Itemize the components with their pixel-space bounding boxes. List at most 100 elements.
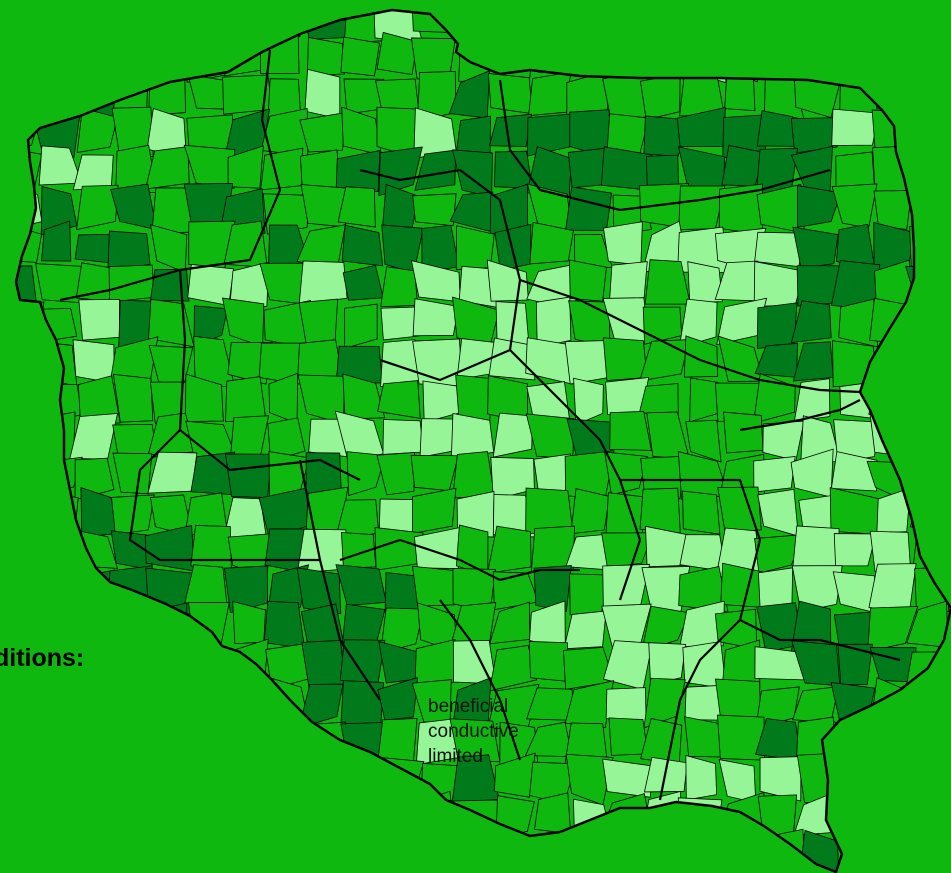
district-cell [183,144,236,189]
district-cell [489,113,533,147]
district-cell [525,337,575,385]
province-border [179,49,282,272]
district-cell [341,224,384,267]
district-cell [717,486,762,533]
district-cell [830,451,878,492]
district-cell [304,68,341,120]
province-border [178,269,361,481]
district-cell [76,107,118,154]
district-cell [792,226,839,269]
district-cell [76,184,119,231]
district-cell [791,565,843,613]
district-cell [687,261,723,303]
district-cell [639,73,681,121]
legend-label-beneficial: beneficial [428,696,509,717]
province-border [339,538,580,582]
province-border [519,278,861,394]
district-cell [488,337,536,381]
district-cell [335,149,381,193]
district-cell [493,752,536,798]
district-cell [149,494,194,537]
district-cell [380,607,425,654]
province-border [739,619,901,662]
district-cell [414,638,456,692]
district-cell [488,645,538,692]
province-border [379,348,642,601]
district-cell [790,300,832,344]
district-cell [306,36,345,76]
district-cell [759,756,802,802]
district-cell [604,451,648,496]
district-cell [868,563,917,614]
district-cell [534,792,572,835]
district-cell [193,305,228,348]
district-cell [754,534,804,574]
district-cell [411,487,457,534]
district-cell [685,419,722,463]
province-border [359,168,522,351]
district-cell [377,380,421,419]
district-cell [833,533,877,567]
district-cell [831,108,880,146]
legend-label-conductive: conductive [428,721,519,742]
country-border [14,8,951,873]
district-cell [837,643,873,685]
district-cell [229,261,270,307]
district-cell [112,452,153,495]
district-cell [377,677,418,721]
district-cell [41,220,72,262]
district-cell [724,77,756,112]
district-cell [685,755,718,801]
district-cell [533,565,572,613]
district-cell [565,186,613,231]
district-cell [412,565,458,607]
district-cell [340,680,384,725]
district-cell [340,36,380,77]
district-cell [260,147,304,191]
province-border [439,599,522,761]
district-cell [570,488,610,535]
district-cell [487,73,534,115]
district-cell [77,375,121,425]
province-border [128,429,320,562]
district-cell [873,190,913,230]
district-cell [337,186,376,228]
district-cell [529,221,574,265]
district-cell [573,377,604,426]
district-cell [113,373,154,423]
district-cell [342,373,386,420]
district-cell [639,487,681,534]
district-cell [569,259,607,302]
district-cell [602,758,653,798]
district-cell [376,31,418,76]
province-border [298,459,381,701]
district-cell [298,260,348,305]
district-cell [753,373,796,424]
district-cell [380,266,419,308]
district-cell [756,302,798,349]
district-cell [641,605,691,652]
district-cell [344,303,378,349]
district-cell [602,221,643,266]
district-cell [107,230,151,272]
district-cell [605,687,647,729]
district-cell [412,298,459,337]
district-cell [301,640,347,689]
district-cell [378,498,418,534]
district-cell [876,487,911,534]
district-cell [263,600,305,649]
district-cell [609,411,652,451]
district-cell [682,490,721,535]
district-cell [867,606,919,652]
district-cell [144,146,190,190]
district-cell [299,112,347,153]
province-border [739,399,861,432]
district-cell [602,337,648,381]
district-cell [683,335,719,378]
district-cell [528,71,572,117]
district-cell [790,117,838,154]
district-cell [678,298,718,349]
district-cell [639,339,690,382]
district-cell [412,193,457,227]
district-cell [492,412,534,458]
